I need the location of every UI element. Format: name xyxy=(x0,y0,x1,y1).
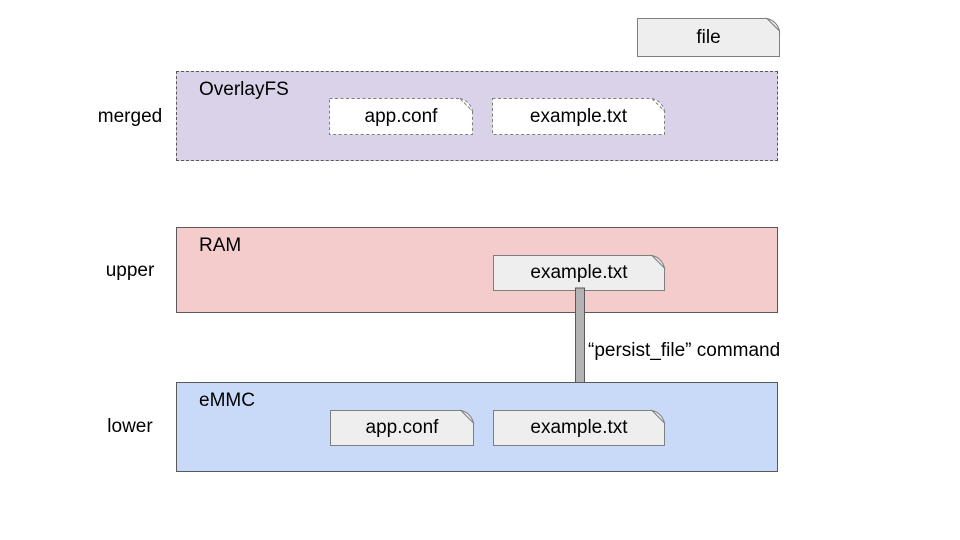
legend-file-label: file xyxy=(696,26,721,48)
overlayfs-title: OverlayFS xyxy=(199,79,289,100)
ram-title: RAM xyxy=(199,235,242,256)
persist-file-command-label: “persist_file” command xyxy=(588,340,781,361)
file-label-app-conf: app.conf xyxy=(365,417,439,438)
file-node-merged-app-conf: app.conf xyxy=(329,97,474,135)
file-label-example-txt: example.txt xyxy=(530,417,628,438)
file-label-example-txt: example.txt xyxy=(529,105,628,127)
emmc-title: eMMC xyxy=(199,390,255,411)
row-label-upper: upper xyxy=(105,260,155,281)
file-node-lower-example-txt: example.txt xyxy=(493,409,666,446)
legend-file-node: file xyxy=(637,17,781,57)
file-node-lower-app-conf: app.conf xyxy=(330,409,475,446)
file-label-app-conf: app.conf xyxy=(364,105,438,127)
row-label-merged: merged xyxy=(97,106,163,127)
ram-box: RAM example.txt xyxy=(176,227,778,313)
file-label-example-txt: example.txt xyxy=(530,262,628,283)
emmc-box: eMMC app.conf example.txt xyxy=(176,382,778,472)
file-node-upper-example-txt: example.txt xyxy=(493,254,666,291)
overlayfs-box: OverlayFS app.conf example.txt xyxy=(176,71,778,161)
file-node-merged-example-txt: example.txt xyxy=(492,97,666,135)
row-label-lower: lower xyxy=(107,416,153,437)
